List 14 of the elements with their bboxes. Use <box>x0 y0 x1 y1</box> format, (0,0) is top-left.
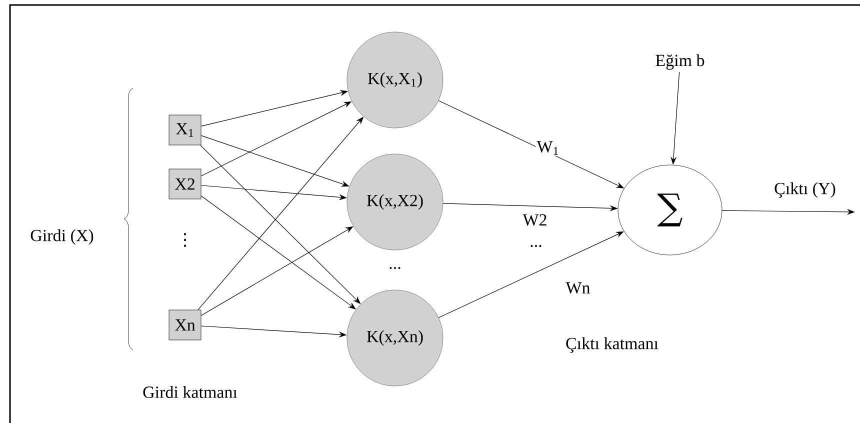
bias-label: Eğim b <box>656 54 704 70</box>
layer-label: Çıktı katmanı <box>566 337 658 353</box>
input-box: Xn <box>168 310 202 340</box>
input-box: X2 <box>168 168 202 200</box>
edge-label: W2 <box>522 213 548 227</box>
input-box: X$_{1}$ <box>168 114 202 146</box>
edge-label: Çıktı (Y) <box>773 181 837 199</box>
edge-label: Wn <box>564 281 592 295</box>
ellipsis: ... <box>390 266 400 269</box>
ellipsis: ... <box>530 244 542 247</box>
edge-label: W$_{1}$ <box>536 140 560 156</box>
side-label: Girdi (X) <box>30 229 94 245</box>
vertical-ellipsis: ⋮ <box>184 233 186 247</box>
layer-label: Girdi katmanı <box>143 386 238 398</box>
